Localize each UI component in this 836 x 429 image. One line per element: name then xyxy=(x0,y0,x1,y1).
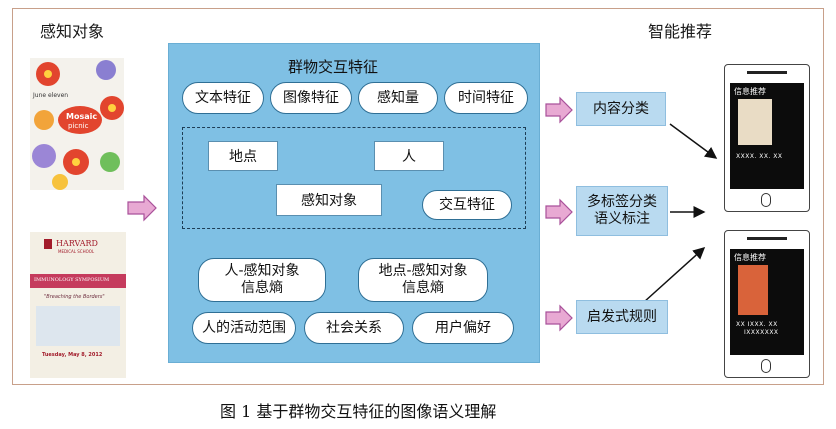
relation-group xyxy=(182,127,526,229)
phone2-screen-text-2: IXXXXXXX xyxy=(744,329,779,336)
feature-pill-image: 图像特征 xyxy=(270,82,352,114)
output-content-classification: 内容分类 xyxy=(576,92,666,126)
output-arrow-2 xyxy=(545,198,573,226)
phone1-home-button-icon xyxy=(761,193,771,207)
pill-activity-range: 人的活动范围 xyxy=(192,312,296,344)
output-heuristic-rules: 启发式规则 xyxy=(576,300,668,334)
left-section-label: 感知对象 xyxy=(40,22,105,41)
arrow-classification-to-phone xyxy=(669,123,718,159)
phone1-thumbnail xyxy=(738,99,772,145)
node-person: 人 xyxy=(374,141,444,171)
pill-person-object-entropy-line2: 信息熵 xyxy=(241,280,283,296)
right-section-label: 智能推荐 xyxy=(648,22,713,41)
feature-pill-perception: 感知量 xyxy=(358,82,438,114)
arrow-heuristic-to-phone xyxy=(643,246,706,303)
output-multilabel-line2: 语义标注 xyxy=(594,211,650,227)
poster1-date: June eleven xyxy=(33,92,69,99)
poster2-image-area xyxy=(36,306,120,346)
poster2-date: Tuesday, May 8, 2012 xyxy=(42,352,103,358)
phone2-thumbnail xyxy=(738,265,768,315)
poster-harvard-symposium: HARVARD MEDICAL SCHOOL IMMUNOLOGY SYMPOS… xyxy=(30,232,126,378)
pill-place-object-entropy: 地点-感知对象 信息熵 xyxy=(358,258,488,302)
phone2-home-button-icon xyxy=(761,359,771,373)
poster2-title-band xyxy=(30,274,126,288)
poster-mosaic-picnic: Mosaic picnic June eleven xyxy=(30,58,124,190)
node-perceived-object: 感知对象 xyxy=(276,184,382,216)
feature-pill-time: 时间特征 xyxy=(444,82,528,114)
poster1-subtitle: picnic xyxy=(68,122,89,130)
poster2-sub: MEDICAL SCHOOL xyxy=(58,249,95,254)
phone2-speaker-icon xyxy=(747,237,787,240)
output-arrow-1 xyxy=(545,96,573,124)
phone2-screen-title: 信息推荐 xyxy=(734,253,766,262)
flower-illustration xyxy=(32,60,124,190)
phone1-screen-text: XXXX. XX. XX xyxy=(736,153,783,160)
phone1-screen-title: 信息推荐 xyxy=(734,87,766,96)
phone2-screen-text-1: XX IXXX. XX xyxy=(736,321,778,328)
figure-caption: 图 1 基于群物交互特征的图像语义理解 xyxy=(220,402,497,421)
pill-user-preference: 用户偏好 xyxy=(412,312,514,344)
pill-interaction-features: 交互特征 xyxy=(422,190,512,220)
output-arrow-3 xyxy=(545,304,573,332)
poster2-title: IMMUNOLOGY SYMPOSIUM xyxy=(34,277,110,283)
output-multilabel-annotation: 多标签分类 语义标注 xyxy=(576,186,668,236)
pill-social-relations: 社会关系 xyxy=(304,312,404,344)
poster2-org: HARVARD xyxy=(56,239,98,248)
node-place: 地点 xyxy=(208,141,278,171)
phone1-speaker-icon xyxy=(747,71,787,74)
pill-place-object-entropy-line1: 地点-感知对象 xyxy=(378,263,468,279)
panel-title: 群物交互特征 xyxy=(288,58,379,76)
phone-recommendation-2: 信息推荐 XX IXXX. XX IXXXXXXX xyxy=(724,230,810,378)
pill-person-object-entropy: 人-感知对象 信息熵 xyxy=(198,258,326,302)
phone1-screen: 信息推荐 XXXX. XX. XX xyxy=(730,83,804,189)
phone2-screen: 信息推荐 XX IXXX. XX IXXXXXXX xyxy=(730,249,804,355)
pill-person-object-entropy-line1: 人-感知对象 xyxy=(224,263,300,279)
poster1-title: Mosaic xyxy=(66,112,98,121)
input-arrow xyxy=(127,194,157,222)
output-multilabel-line1: 多标签分类 xyxy=(587,194,657,210)
pill-place-object-entropy-line2: 信息熵 xyxy=(402,280,444,296)
phone-recommendation-1: 信息推荐 XXXX. XX. XX xyxy=(724,64,810,212)
poster2-tagline: "Breaching the Borders" xyxy=(44,294,105,300)
feature-pill-text: 文本特征 xyxy=(182,82,264,114)
harvard-shield-icon xyxy=(44,239,52,249)
